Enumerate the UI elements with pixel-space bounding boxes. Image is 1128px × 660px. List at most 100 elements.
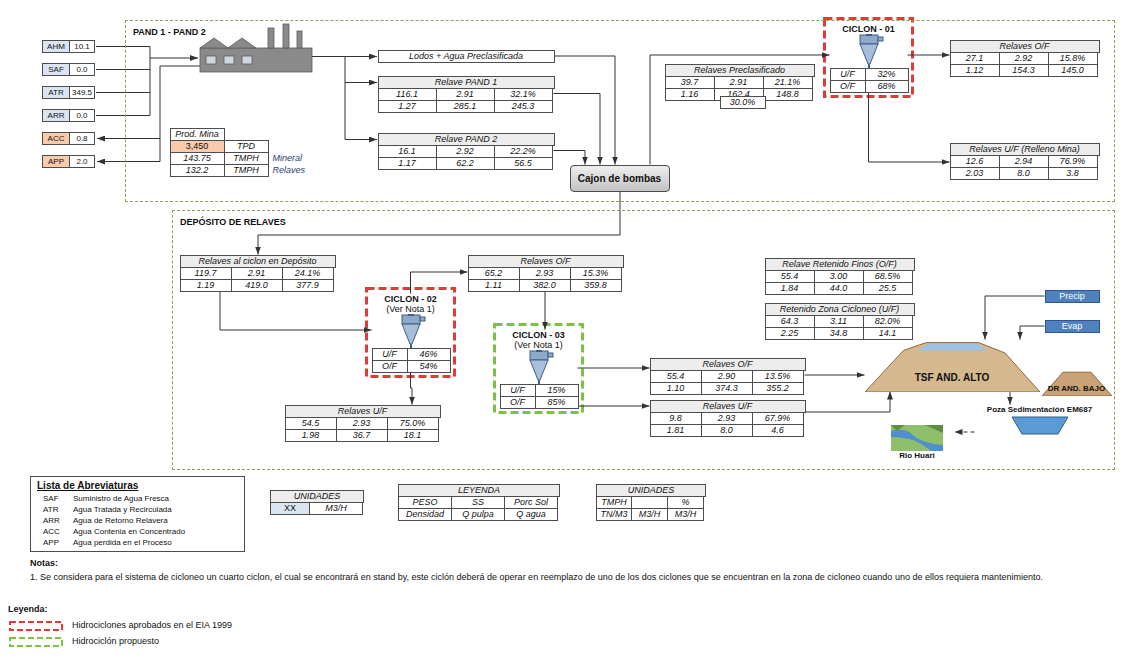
table-cell: Mineral [268,152,318,165]
cell-text: 0.8 [76,134,87,143]
cell-text: 1.10 [667,383,685,393]
cell-text: 46% [419,349,437,359]
table-cell: 25.5 [863,282,913,295]
cell-text: M3/H [325,503,347,513]
tailings-deposit: TSF AND. ALTO [865,340,1040,392]
table-row: ARR0.0 [42,109,94,122]
abbreviation-meaning: Agua perdida en el Proceso [73,537,172,548]
water-flow-box: APP 2.0 [42,155,94,167]
cell-text: 67.9% [765,413,791,423]
table-row: 9.82.9367.9% [650,412,805,425]
cell-text: 62.2 [456,158,474,168]
legend-text: Hidrociclones aprobados en el EIA 1999 [72,620,232,630]
table-cell: 1.10 [650,382,702,395]
table-row: 39.72.9121.1% [665,76,814,89]
cell-text: 82.0% [875,316,901,326]
table-row: 2.2534.814.1 [765,327,914,340]
table-row: Retenido Zona Cicloneo (U/F) [765,303,914,316]
settling-pond: Poza Sedimentación EM687 [975,405,1105,436]
cell-text: 68.5% [875,271,901,281]
table-cell: 56.5 [494,157,553,170]
flow-connector [1010,392,1011,405]
cell-text: ATR [48,88,63,97]
cell-text: 3.8 [1066,168,1079,178]
cell-text: O/F [382,361,397,371]
table-row: 119.72.9124.1% [180,267,335,280]
cell-text: 2.0 [76,157,87,166]
table-row: 64.33.1182.0% [765,315,914,328]
cell-text: Relaves O/F [702,359,752,369]
flow-connector [554,151,586,165]
water-flow-box: ATR349.5 [42,86,94,98]
table-cell: 1.81 [650,424,702,437]
abbreviation-list: Lista de AbreviaturasSAFSuministro de Ag… [30,476,245,552]
table-row: APP 2.0 [42,155,94,168]
cell-text: 132.2 [186,165,209,175]
mound-shape [865,340,1040,392]
table-cell: 18.1 [387,429,439,442]
table-row: 116.12.9132.1% [378,88,554,101]
cell-text: 1.27 [398,101,416,111]
water-flow-box: AHM10.1 [42,40,94,52]
table-cell: 62.2 [436,157,495,170]
table-row: 2.038.03.8 [950,167,1099,180]
cell-text: 32% [877,69,895,79]
table-row: 55.4 3.00 68.5% [765,270,914,283]
cyclone-name: CICLON - 03 [512,330,565,340]
table-cell: 68% [865,80,909,93]
table-cell: 8.0 [999,167,1049,180]
table-cell: O/F [500,396,536,409]
cell-text: 4.6 [771,425,784,435]
cell-text: Relaves U/F [703,401,753,411]
cell-text: 3.00 [830,271,848,281]
table-row: ATR349.5 [42,86,94,99]
table-cell: Retenido Zona Cicloneo (U/F) [765,303,915,316]
cyclone-outline [495,325,583,413]
cell-text: 55.4 [781,271,799,281]
cell-text: SAF [48,65,64,74]
table-cell: 1.17 [378,157,437,170]
list-title: Lista de Abreviaturas [37,480,238,491]
table-cell: 285.1 [436,100,495,113]
table-cell: 1.16 [665,88,715,101]
box-text: 30.0% [730,97,756,107]
table-row: XX M3/H [270,502,363,515]
table-cell: 419.0 [231,279,283,292]
flow-connector [805,392,891,413]
cell-text: 68% [877,81,895,91]
box-text: Evap [1062,321,1083,331]
cell-text: 1.12 [966,65,984,75]
cell-text: 64.3 [781,316,799,326]
cell-text: 3,450 [186,141,209,151]
table-cell: APP [42,155,70,168]
cell-text: 2.93 [536,268,554,278]
legend-swatch [8,620,64,632]
cell-text: 10.1 [74,42,90,51]
tailings-deposit: DR AND. BAJO [1042,368,1112,396]
water-flow-box: ARR0.0 [42,109,94,121]
table-row: 1.10374.3355.2 [650,382,805,395]
table-row: SAF0.0 [42,63,94,76]
cell-text: 39.7 [681,77,699,87]
table-row: DensidadQ pulpaQ agua [398,508,559,521]
abbreviation: ATR [37,504,73,515]
cell-text: 355.2 [766,383,789,393]
cell-text: 1.17 [398,158,416,168]
cell-text: XX [284,503,296,513]
flow-connector [869,92,950,163]
table-cell: 0.0 [69,109,95,122]
table-cell: ACC [42,132,70,145]
section-label: Notas: [30,558,58,568]
cell-text: 9.8 [669,413,682,423]
table-cell: Relaves al ciclon en Depósito [180,255,336,268]
cyclone-icon [524,350,554,384]
flow-connector [578,406,650,407]
table-row: 1.12154.3145.0 [950,64,1099,77]
cell-text: 8.0 [720,425,733,435]
cell-text: 2.91 [730,77,748,87]
table-row: 55.42.9013.5% [650,370,805,383]
abbreviation-meaning: Agua Tratada y Recirculada [73,504,172,515]
table-row: Relaves al ciclon en Depósito [180,255,335,268]
cell-text: Prod. Mina [175,129,219,139]
data-table: Relaves U/F (Relleno Mina)12.62.9476.9%2… [950,143,1099,179]
